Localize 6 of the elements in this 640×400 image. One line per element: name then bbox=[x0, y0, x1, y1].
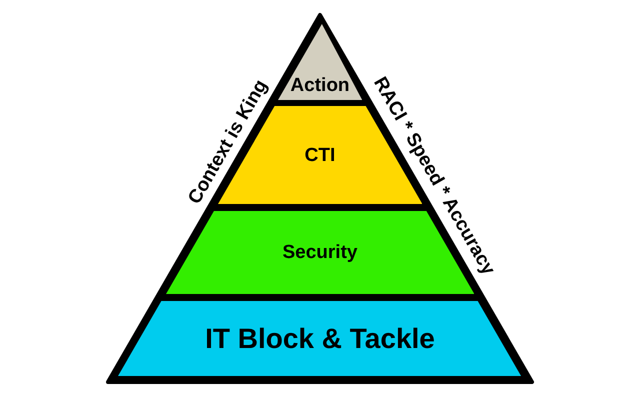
tier-label: CTI bbox=[304, 146, 336, 164]
pyramid-tier bbox=[118, 301, 522, 376]
tier-label: Action bbox=[290, 76, 350, 96]
tier-label: Security bbox=[282, 243, 358, 262]
tier-label: IT Block & Tackle bbox=[205, 324, 435, 352]
pyramid-tier bbox=[278, 24, 362, 100]
